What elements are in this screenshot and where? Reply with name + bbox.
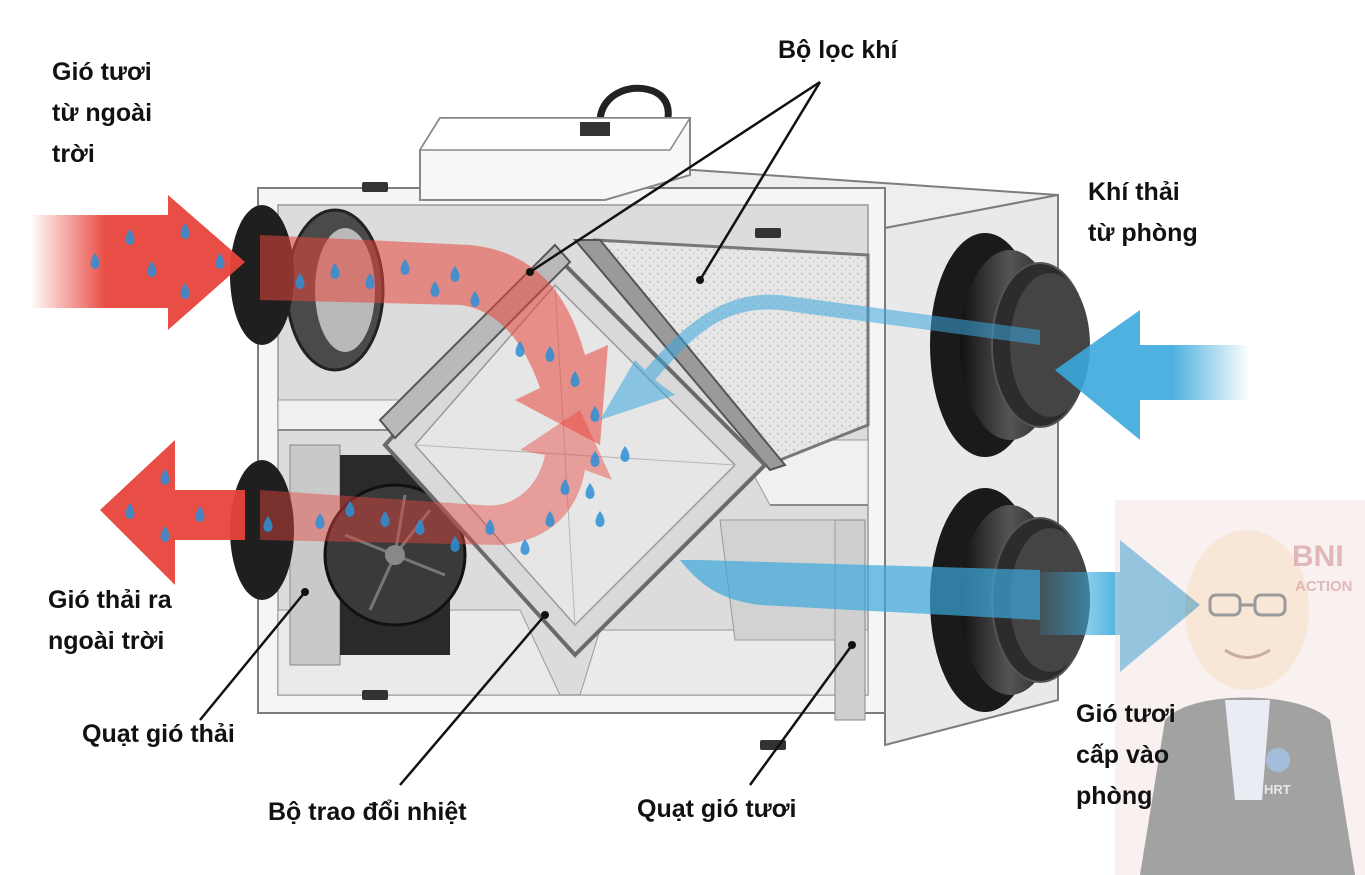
watermark-brand: BNI: [1292, 540, 1344, 574]
label-fresh-air-supply: Gió tươi cấp vào phòng: [1076, 694, 1176, 817]
watermark-brand-sub: ACTION: [1295, 578, 1353, 595]
label-exhaust-fan: Quạt gió thải: [82, 714, 235, 755]
label-air-filter: Bộ lọc khí: [778, 30, 897, 71]
label-heat-exchanger: Bộ trao đổi nhiệt: [268, 792, 467, 833]
control-box: [420, 88, 690, 200]
watermark-badge: HRT: [1264, 782, 1291, 797]
label-fresh-air-outside: Gió tươi từ ngoài trời: [52, 52, 152, 175]
avatar: [1185, 530, 1309, 690]
label-fresh-air-fan: Quạt gió tươi: [637, 789, 796, 830]
label-exhaust-from-room: Khí thải từ phòng: [1088, 172, 1198, 254]
label-exhaust-to-outside: Gió thải ra ngoài trời: [48, 580, 172, 662]
